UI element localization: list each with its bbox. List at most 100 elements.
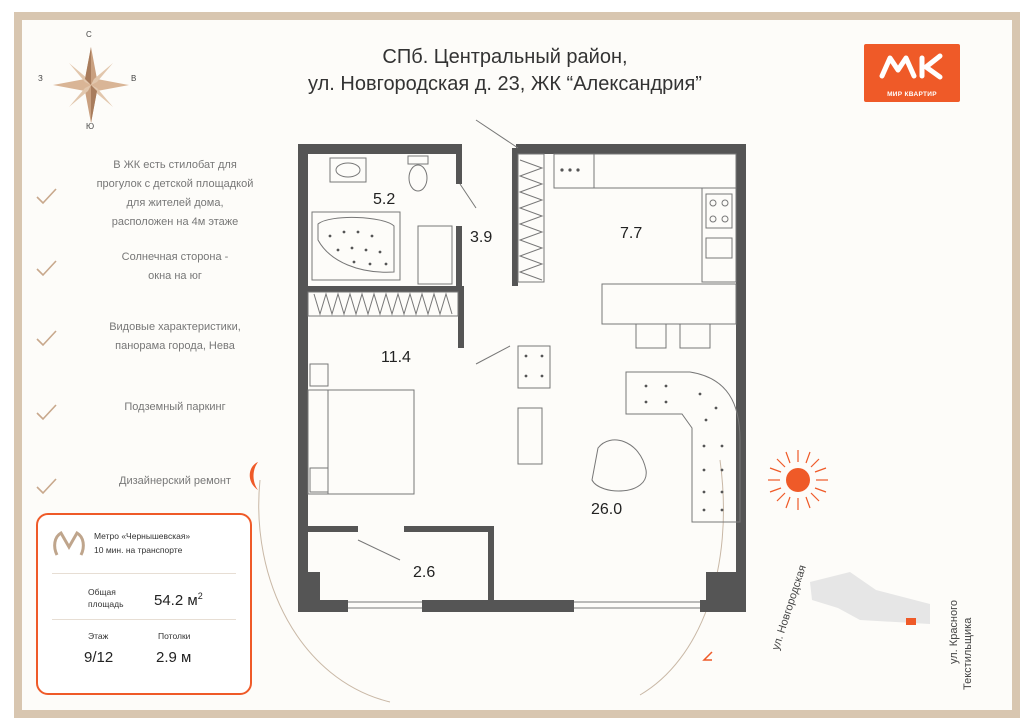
check-icon <box>36 478 57 495</box>
title-line-2: ул. Новгородская д. 23, ЖК “Александрия” <box>308 73 702 95</box>
tv-stand <box>517 407 543 465</box>
burner <box>709 215 717 223</box>
counter <box>593 153 737 189</box>
feature-text: Солнечная сторона - окна на юг <box>82 248 268 286</box>
sun-icon <box>768 450 828 510</box>
street-label-krasnogo-1: ул. Красного <box>948 599 960 664</box>
street-label-krasnogo-2: Текстильщика <box>962 617 974 690</box>
title-line-1: СПб. Центральный район, <box>382 46 628 68</box>
bathtub <box>311 211 401 281</box>
sink <box>329 157 367 183</box>
area-label-1: Общая <box>88 587 116 597</box>
feature-item: В ЖК есть стилобат для прогулок с детско… <box>30 156 280 232</box>
floor-plan <box>298 119 746 612</box>
divider <box>52 619 236 620</box>
feature-text: В ЖК есть стилобат для прогулок с детско… <box>82 156 268 232</box>
wardrobe <box>307 291 459 317</box>
compass-rose-icon <box>53 47 129 123</box>
feature-line: для жителей дома, <box>126 197 224 209</box>
bar-stool <box>635 323 667 349</box>
wall-south-mid <box>422 600 574 612</box>
total-area-value: 54.2 м2 <box>154 591 203 609</box>
burner <box>721 199 729 207</box>
feature-item: Солнечная сторона - окна на юг <box>30 248 280 288</box>
wall-internal <box>308 286 464 292</box>
wall-internal <box>488 526 494 612</box>
metro-logo-icon <box>53 530 85 556</box>
area-unit-sup: 2 <box>197 591 203 601</box>
feature-text: Видовые характеристики, панорама города,… <box>82 318 268 356</box>
burner <box>721 215 729 223</box>
wall-south-left <box>298 600 348 612</box>
feature-line: Дизайнерский ремонт <box>119 475 231 487</box>
counter <box>553 153 595 189</box>
wall-internal <box>308 572 320 602</box>
wall-internal <box>308 526 358 532</box>
ceiling-value: 2.9 м <box>156 649 192 666</box>
check-icon <box>36 188 57 205</box>
feature-text: Дизайнерский ремонт <box>82 472 268 491</box>
entrance-door <box>475 119 519 149</box>
feature-text: Подземный паркинг <box>82 398 268 417</box>
feature-line: В ЖК есть стилобат для <box>113 159 237 171</box>
feature-line: Подземный паркинг <box>124 401 226 413</box>
check-icon <box>36 404 57 421</box>
check-icon <box>36 260 57 277</box>
arrow-icon <box>702 651 713 661</box>
wall-west <box>298 144 308 612</box>
nightstand <box>309 363 329 387</box>
area-label-2: площадь <box>88 599 124 609</box>
check-icon <box>36 330 57 347</box>
moon-icon <box>249 462 258 490</box>
wall-internal <box>456 226 462 288</box>
metro-time: 10 мин. на транспорте <box>94 545 183 555</box>
feature-item: Видовые характеристики, панорама города,… <box>30 318 280 358</box>
wardrobe-hanger <box>313 292 453 316</box>
room-area-bathroom: 5.2 <box>373 191 396 208</box>
sofa-cushions <box>328 168 724 512</box>
wall-north-right <box>516 144 746 154</box>
toilet-bowl <box>408 164 428 192</box>
feature-line: окна на юг <box>148 270 202 282</box>
counter <box>701 187 737 283</box>
bathtub-inner <box>317 217 395 273</box>
toilet-tank <box>407 155 429 165</box>
building-marker <box>906 618 916 625</box>
door <box>357 539 401 561</box>
bed-headboard <box>307 389 329 495</box>
page-title: СПб. Центральный район, ул. Новгородская… <box>250 44 760 98</box>
room-area-living: 26.0 <box>591 501 623 518</box>
nightstand <box>309 467 329 493</box>
ceiling-label: Потолки <box>158 631 191 641</box>
feature-line: Видовые характеристики, <box>109 321 241 333</box>
door <box>475 345 511 365</box>
wardrobe <box>517 153 545 283</box>
sink-bowl <box>335 162 361 178</box>
room-area-balcony: 2.6 <box>413 564 436 581</box>
company-logo: МИР КВАРТИР <box>864 44 960 102</box>
feature-item: Подземный паркинг <box>30 398 280 428</box>
logo-tagline: МИР КВАРТИР <box>887 91 937 98</box>
wall-internal <box>458 288 464 348</box>
feature-line: панорама города, Нева <box>115 340 235 352</box>
compass-east-label: В <box>131 74 137 83</box>
area-number: 54.2 м <box>154 592 198 609</box>
shower <box>417 225 453 285</box>
sofa <box>625 371 741 523</box>
wall-internal <box>706 572 736 602</box>
kitchen-island <box>601 283 737 325</box>
compass-north-label: С <box>86 30 92 39</box>
metro-station: Метро «Чернышевская» <box>94 531 191 541</box>
feature-item: Дизайнерский ремонт <box>30 472 280 502</box>
divider <box>52 573 236 574</box>
logo-mark-icon <box>879 53 943 80</box>
door <box>459 183 477 209</box>
stove <box>705 193 733 229</box>
floor-label: Этаж <box>88 631 109 641</box>
wall-south-right <box>700 600 746 612</box>
bed <box>307 389 415 495</box>
mini-map <box>810 572 930 625</box>
bar-stool <box>679 323 711 349</box>
kitchen-sink <box>705 237 733 259</box>
floor-value: 9/12 <box>84 649 114 666</box>
